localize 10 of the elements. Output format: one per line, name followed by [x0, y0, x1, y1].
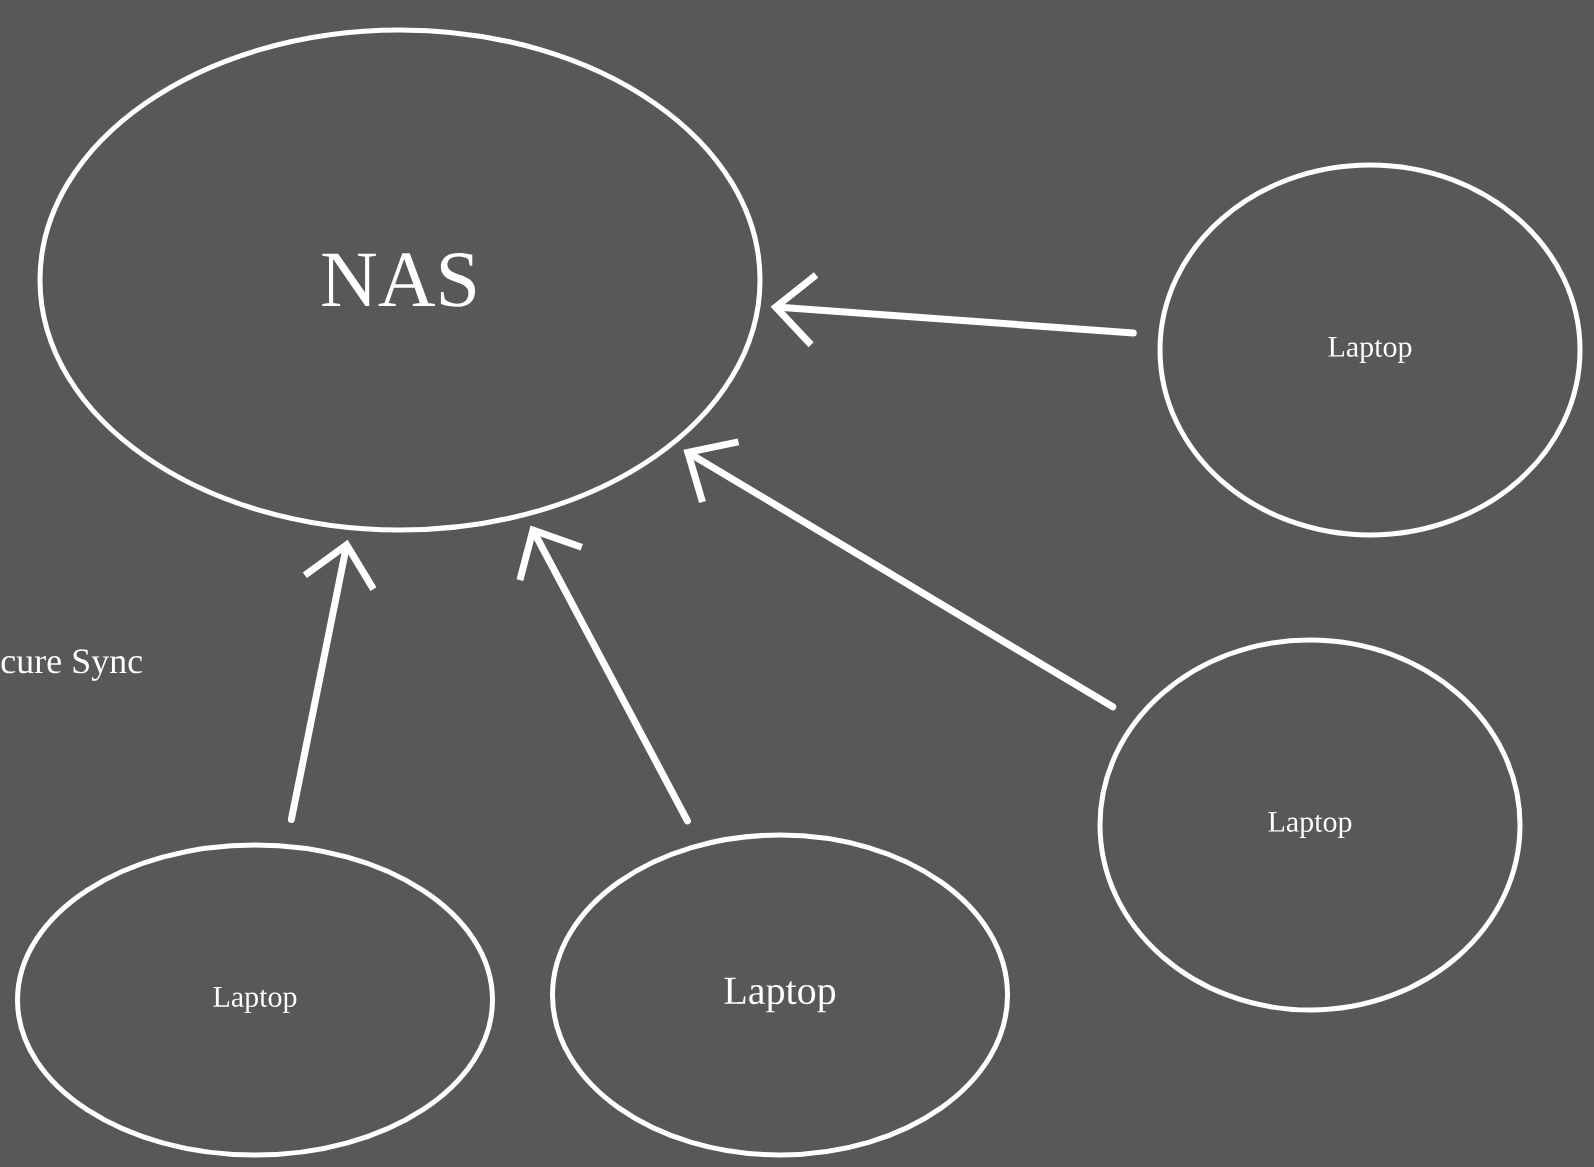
ellipse-node: NAS	[37, 27, 763, 533]
ellipse-node: Laptop	[1157, 162, 1583, 538]
arrow	[683, 438, 1117, 711]
arrow	[516, 525, 691, 825]
ellipse-node: Laptop	[550, 832, 1010, 1158]
ellipse-node: Laptop	[1097, 637, 1523, 1013]
label: cure Sync	[1, 649, 143, 681]
arrow	[770, 272, 1137, 348]
ellipse-node: Laptop	[15, 842, 495, 1158]
arrow	[287, 539, 377, 823]
